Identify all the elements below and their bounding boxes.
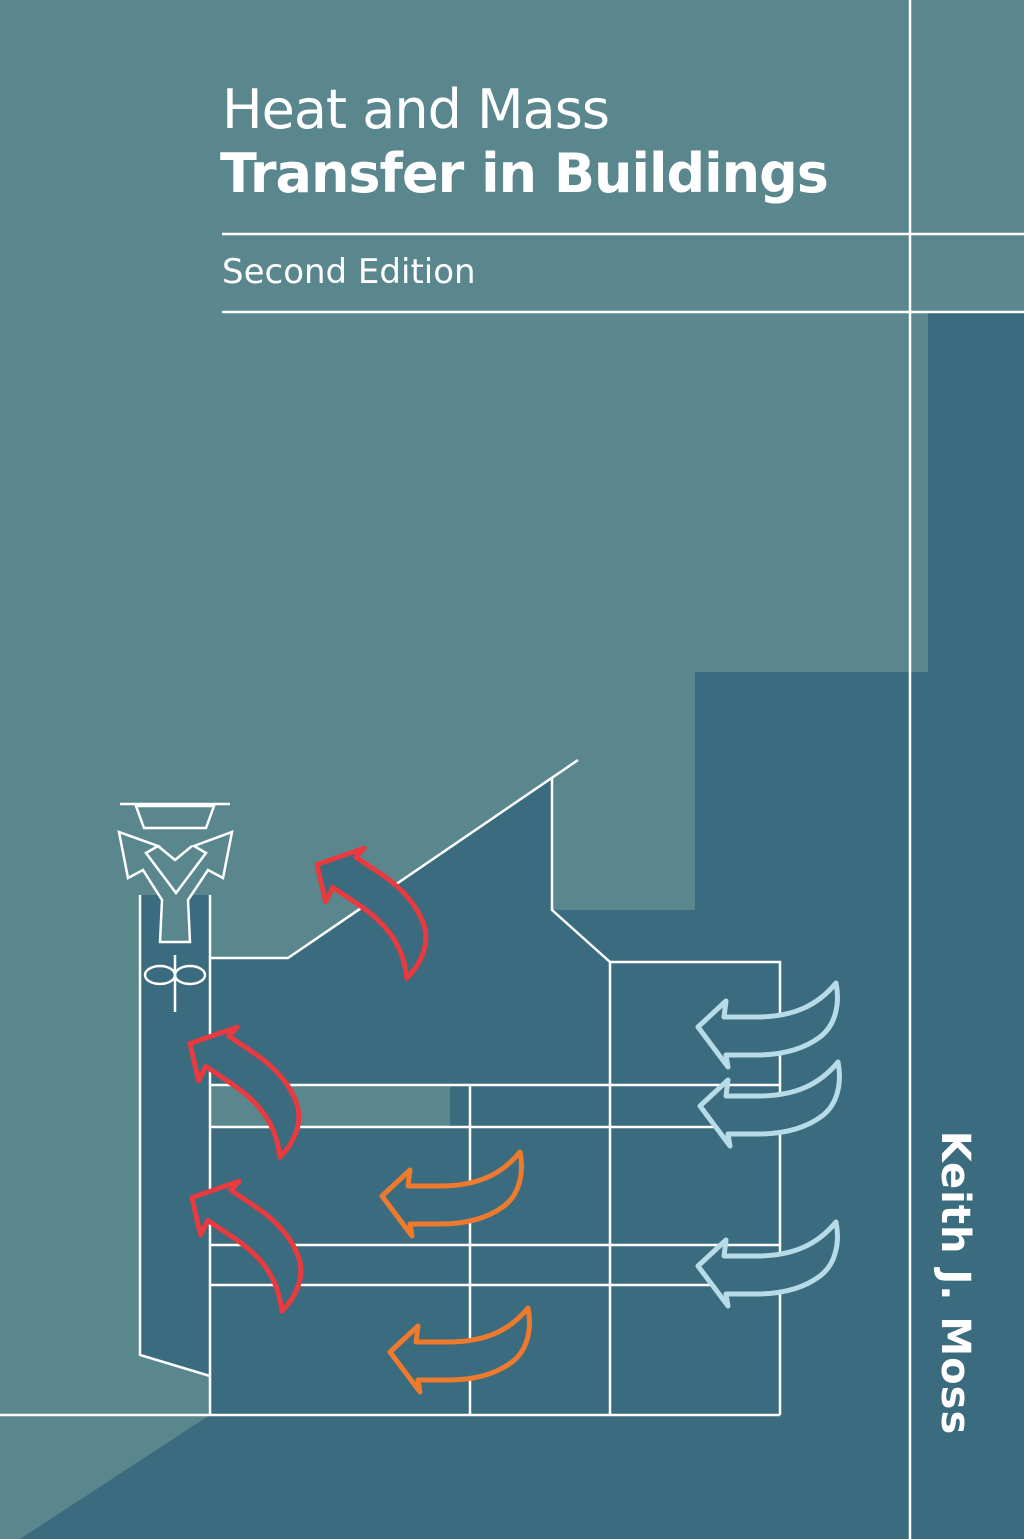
roof-dark-region <box>210 778 552 1165</box>
title-line-1: Heat and Mass <box>222 78 610 141</box>
author-name: Keith J. Moss <box>932 1130 978 1436</box>
y-split-arrow-icon <box>117 830 234 944</box>
chimney-cap-icon <box>117 802 234 944</box>
chimney-shaft <box>140 895 210 1376</box>
title-line-2: Transfer in Buildings <box>220 142 829 205</box>
fan-icon <box>143 955 207 1012</box>
edition-label: Second Edition <box>222 252 476 292</box>
